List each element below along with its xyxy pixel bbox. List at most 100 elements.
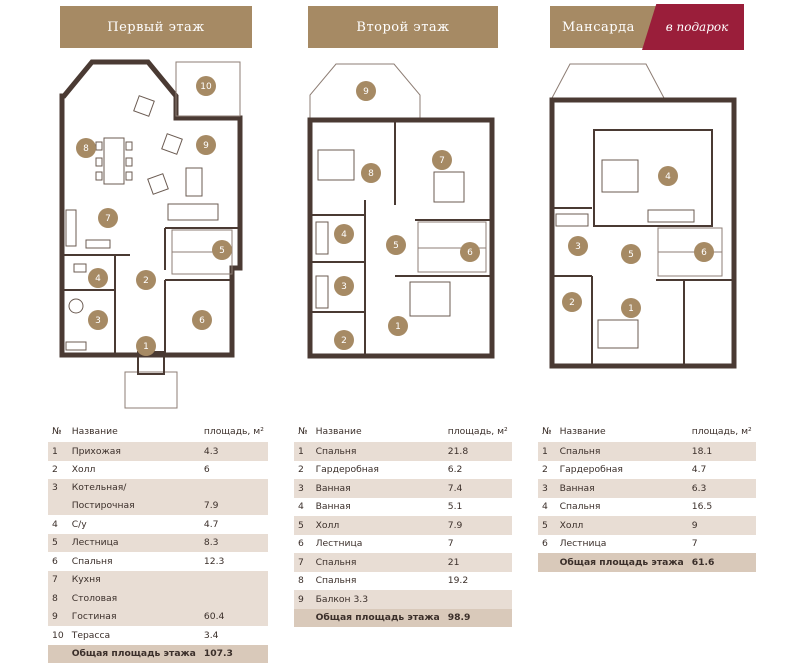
cell-name: Терасса (71, 629, 111, 641)
floor-plan-attic: 1 2 3 4 5 6 (549, 63, 737, 369)
cell-no: 4 (298, 501, 304, 513)
total-value: 98.9 (443, 608, 512, 627)
table-header: № Название площадь, м² (48, 420, 268, 442)
room-marker-6: 6 (192, 310, 212, 330)
svg-text:8: 8 (83, 144, 89, 154)
cell-empty (48, 644, 68, 663)
cell-name: Ванная (315, 501, 351, 513)
svg-text:2: 2 (341, 336, 347, 346)
cell-area: 5.1 (447, 501, 463, 513)
svg-text:6: 6 (467, 248, 473, 258)
floor2-furniture (315, 149, 465, 317)
cell-area: 4.7 (691, 464, 707, 476)
cell-area: 3.4 (203, 629, 219, 641)
cell-name: Котельная/Постирочная (67, 479, 200, 515)
svg-text:6: 6 (701, 248, 707, 258)
svg-text:5: 5 (628, 250, 634, 260)
floor-tab-label: Первый этаж (107, 19, 205, 35)
cell-name: Прихожая (67, 442, 200, 461)
room-marker-7: 7 (98, 208, 118, 228)
cell-no: 3 (538, 479, 556, 498)
room-marker-4: 4 (658, 166, 678, 186)
cell-area: 12.3 (203, 555, 225, 567)
cell-no: 1 (538, 442, 556, 461)
cell-empty (538, 553, 556, 572)
cell-no: 6 (298, 538, 304, 550)
cell-area: 6.3 (687, 479, 756, 498)
floor1-outline (59, 59, 243, 358)
cell-no: 7 (48, 570, 68, 589)
cell-name: Спальня (71, 555, 113, 567)
svg-text:3: 3 (341, 282, 347, 292)
cell-area: 7 (447, 538, 454, 550)
room-marker-1: 1 (388, 316, 408, 336)
svg-text:4: 4 (95, 274, 101, 284)
gift-badge-label: в подарок (665, 20, 729, 34)
svg-text:8: 8 (368, 169, 374, 179)
floor2-room-markers: 1 2 3 4 5 6 7 8 9 (334, 81, 480, 350)
cell-name: Лестница (559, 538, 607, 550)
cell-area: 6.2 (447, 464, 463, 476)
cell-name: Спальня (311, 442, 444, 461)
cell-name: Холл (311, 516, 444, 535)
floor-tab-first[interactable]: Первый этаж (60, 6, 252, 48)
cell-area: 60.4 (199, 607, 268, 626)
room-marker-4: 4 (334, 224, 354, 244)
room-marker-6: 6 (694, 242, 714, 262)
cell-name: Спальня (559, 501, 601, 513)
svg-text:10: 10 (200, 82, 212, 92)
header-no: № (52, 425, 62, 437)
room-marker-3: 3 (88, 310, 108, 330)
room-marker-8: 8 (361, 163, 381, 183)
floor1-dining-table (95, 137, 133, 185)
cell-name: Гардеробная (559, 464, 623, 476)
header-area: площадь, м² (691, 425, 752, 437)
floor-tab-label: Второй этаж (356, 19, 450, 35)
room-marker-5: 5 (621, 244, 641, 264)
room-marker-10: 10 (196, 76, 216, 96)
cell-area (199, 570, 268, 589)
cell-area (199, 589, 268, 608)
cell-name: Кухня (67, 570, 200, 589)
cell-no: 1 (294, 442, 312, 461)
cell-name: Холл (555, 516, 688, 535)
table-header: № Название площадь, м² (538, 420, 756, 442)
room-marker-2: 2 (562, 292, 582, 312)
cell-no: 7 (294, 553, 312, 572)
cell-no: 4 (52, 518, 58, 530)
cell-name: Холл (71, 464, 96, 476)
cell-name: С/у (71, 518, 87, 530)
cell-no: 4 (542, 501, 548, 513)
cell-area: 7.9 (199, 479, 268, 515)
cell-no: 3 (48, 479, 68, 515)
svg-text:9: 9 (363, 87, 369, 97)
floor1-living-furniture (65, 95, 219, 351)
svg-text:3: 3 (95, 316, 101, 326)
svg-text:1: 1 (628, 304, 634, 314)
floor-tab-second[interactable]: Второй этаж (308, 6, 498, 48)
floor3-outline-outer (549, 97, 737, 369)
cell-area: 19.2 (447, 575, 469, 587)
cell-name-line: Постирочная (71, 500, 135, 511)
cell-area: 4.7 (203, 518, 219, 530)
cell-no: 6 (542, 538, 548, 550)
cell-area: 16.5 (691, 501, 713, 513)
table-header: № Название площадь, м² (294, 420, 512, 442)
svg-text:1: 1 (395, 322, 401, 332)
svg-text:5: 5 (393, 241, 399, 251)
room-marker-3: 3 (568, 236, 588, 256)
room-marker-1: 1 (621, 298, 641, 318)
svg-text:3: 3 (575, 242, 581, 252)
